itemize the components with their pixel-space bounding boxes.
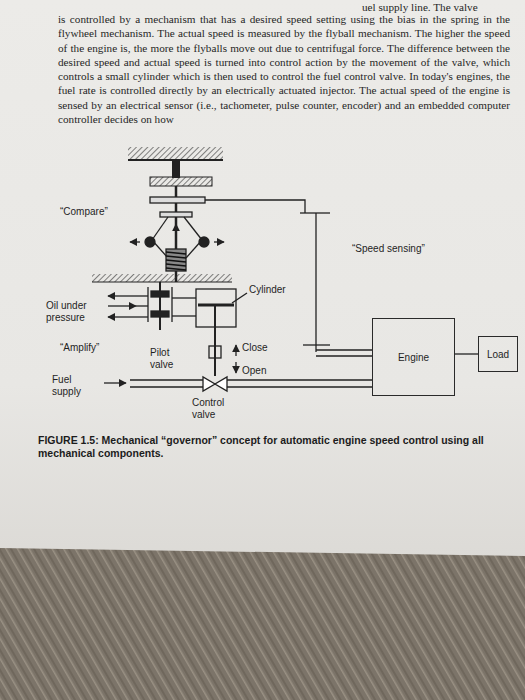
flyball-mechanism [199,237,209,247]
speed-sensing-linkage [315,213,316,345]
linkage-bar [92,282,232,283]
fuel-line [104,382,126,383]
linkage-bar [92,274,232,282]
hydraulic-cylinder [232,293,247,303]
shaft-connector [455,353,478,354]
flyball-mechanism [145,237,155,247]
flyball-mechanism [184,217,202,240]
pilot-valve [151,291,169,297]
fuel-line [130,386,203,387]
control-valve [215,377,227,391]
pilot-valve [108,282,196,330]
body-text-fragment: uel supply line. The valve [362,0,522,14]
pilot-valve [136,295,148,296]
control-valve [203,377,215,391]
node-text: Engine [398,352,429,363]
pilot-valve [108,316,136,317]
part-name: Control valve [192,397,240,421]
part-name: Oil under pressure [46,300,106,324]
flyball-mechanism [130,241,140,242]
control-valve [203,345,236,391]
stage-label: “Compare” [60,206,130,218]
flyball-mechanism [152,217,168,240]
direction-label: Close [242,342,282,354]
pilot-valve [108,295,136,296]
pilot-valve [171,287,172,322]
part-name: Cylinder [249,284,309,296]
speed-sensing-linkage [300,212,330,213]
control-valve [235,345,236,356]
linkage-bar [92,274,232,282]
pilot-valve [136,305,148,306]
speed-sensing-linkage [205,200,305,213]
pilot-valve [108,305,136,306]
flyball-mechanism [175,224,176,232]
flyball-mechanism [160,212,192,217]
speed-sensing-linkage [316,349,372,350]
ceiling-mount [172,160,180,178]
pilot-valve [136,316,148,317]
figure-caption: FIGURE 1.5: Mechanical “governor” concep… [38,434,488,460]
flyball-mechanism [214,241,224,242]
fuel-line [130,379,203,380]
node-text: Load [487,349,509,360]
carpet-background [0,548,525,700]
speed-sensing-linkage [316,355,372,356]
stage-label: “Amplify” [60,342,130,354]
pilot-valve [151,311,169,317]
flyball-mechanism [166,249,186,271]
hydraulic-cylinder [196,289,247,376]
part-name: Fuel supply [52,374,94,398]
ceiling-mount [128,147,223,186]
flyball-mechanism [150,197,205,203]
part-name: Pilot valve [150,347,192,371]
stage-label: “Speed sensing” [352,243,452,255]
control-valve [235,362,236,373]
flyball-mechanism [166,252,186,270]
control-valve [209,346,221,358]
hydraulic-cylinder [214,305,216,376]
pilot-valve [172,297,196,298]
speed-sensing-linkage [205,200,372,356]
fuel-line [227,379,372,380]
ceiling-mount [150,177,212,186]
speed-sensing-linkage [315,345,316,352]
pilot-valve [159,282,161,330]
fuel-line [227,386,372,387]
engine-box: Engine [372,318,455,396]
fuel-line [104,380,372,387]
ceiling-mount [128,147,223,160]
direction-label: Open [242,365,282,377]
load-box: Load [478,336,518,372]
body-paragraph: is controlled by a mechanism that has a … [58,12,510,126]
carpet-background [0,548,525,700]
pilot-valve [172,315,196,316]
